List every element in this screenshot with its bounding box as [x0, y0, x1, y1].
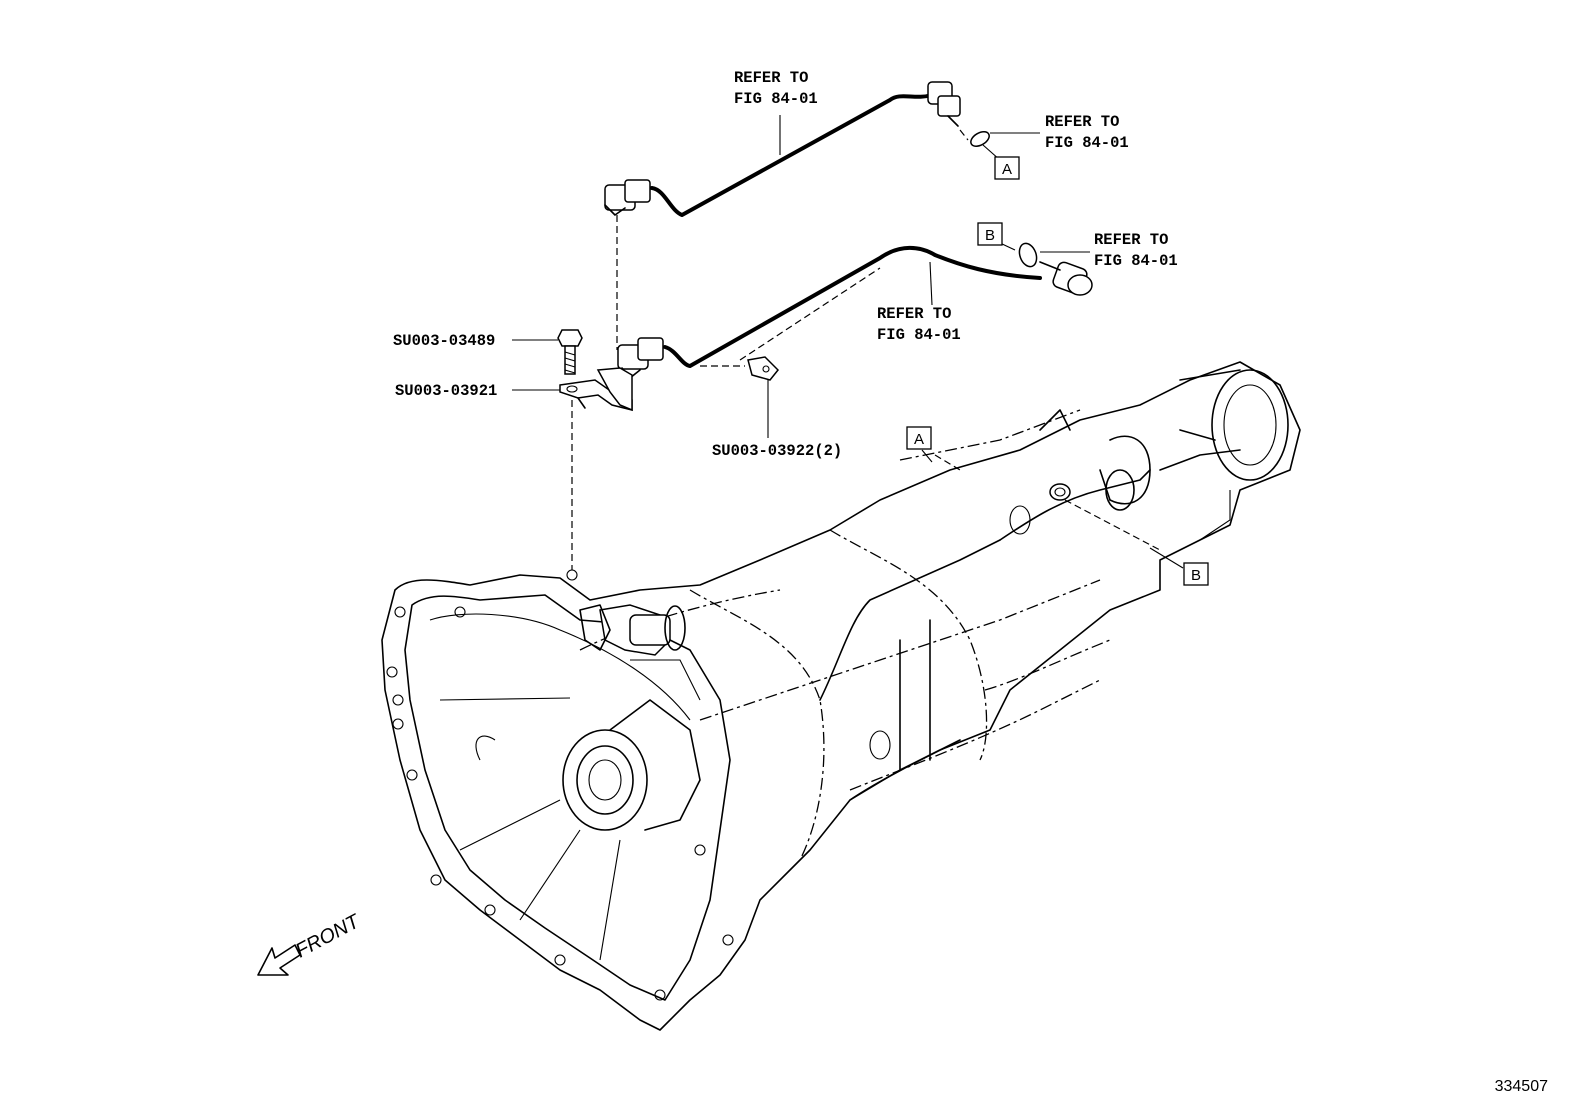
marker-b-case-text: B: [1191, 567, 1201, 584]
refer-callout-3: REFER TO FIG 84-01: [1094, 231, 1178, 270]
refer-2-line2: FIG 84-01: [1045, 134, 1129, 152]
part-label-clamp: SU003-03922(2): [712, 442, 842, 460]
marker-a-case-text: A: [914, 431, 924, 448]
refer-2-line1: REFER TO: [1045, 113, 1119, 131]
part-label-bolt: SU003-03489: [393, 332, 495, 350]
marker-a-case: A: [906, 426, 932, 450]
marker-b-top: B: [977, 222, 1003, 246]
refer-callout-1: REFER TO FIG 84-01: [734, 69, 818, 108]
refer-1-line1: REFER TO: [734, 69, 808, 87]
o-ring-a: [970, 131, 990, 147]
clamp-part: [747, 356, 780, 381]
marker-a-top-text: A: [1002, 161, 1012, 178]
refer-3-line1: REFER TO: [1094, 231, 1168, 249]
figure-code: 334507: [1495, 1078, 1548, 1095]
refer-callout-4: REFER TO FIG 84-01: [877, 305, 961, 344]
bracket-part: [559, 367, 633, 412]
harness-2-sensor: [1039, 261, 1093, 296]
bolt-part: [557, 329, 583, 375]
leader-lines: [512, 115, 1184, 569]
refer-3-line2: FIG 84-01: [1094, 252, 1178, 270]
transmission-housing: [381, 361, 1301, 1031]
refer-4-line1: REFER TO: [877, 305, 951, 323]
refer-1-line2: FIG 84-01: [734, 90, 818, 108]
harness-1: [604, 81, 990, 217]
harness-1-sensor: [927, 81, 961, 127]
o-ring-b: [1018, 242, 1038, 268]
harness-1-connector-left: [604, 179, 651, 216]
marker-b-case: B: [1183, 562, 1209, 586]
part-label-bracket: SU003-03921: [395, 382, 497, 400]
refer-4-line2: FIG 84-01: [877, 326, 961, 344]
harness-2-connector-left: [617, 337, 664, 379]
harness-2: [617, 242, 1093, 381]
front-label: FRONT: [292, 910, 365, 963]
marker-a-top: A: [994, 156, 1020, 180]
front-arrow: FRONT: [257, 910, 365, 976]
case-switch: [579, 604, 686, 656]
refer-callout-2: REFER TO FIG 84-01: [1045, 113, 1129, 152]
guide-lines: [571, 129, 1161, 570]
marker-b-top-text: B: [985, 227, 995, 244]
